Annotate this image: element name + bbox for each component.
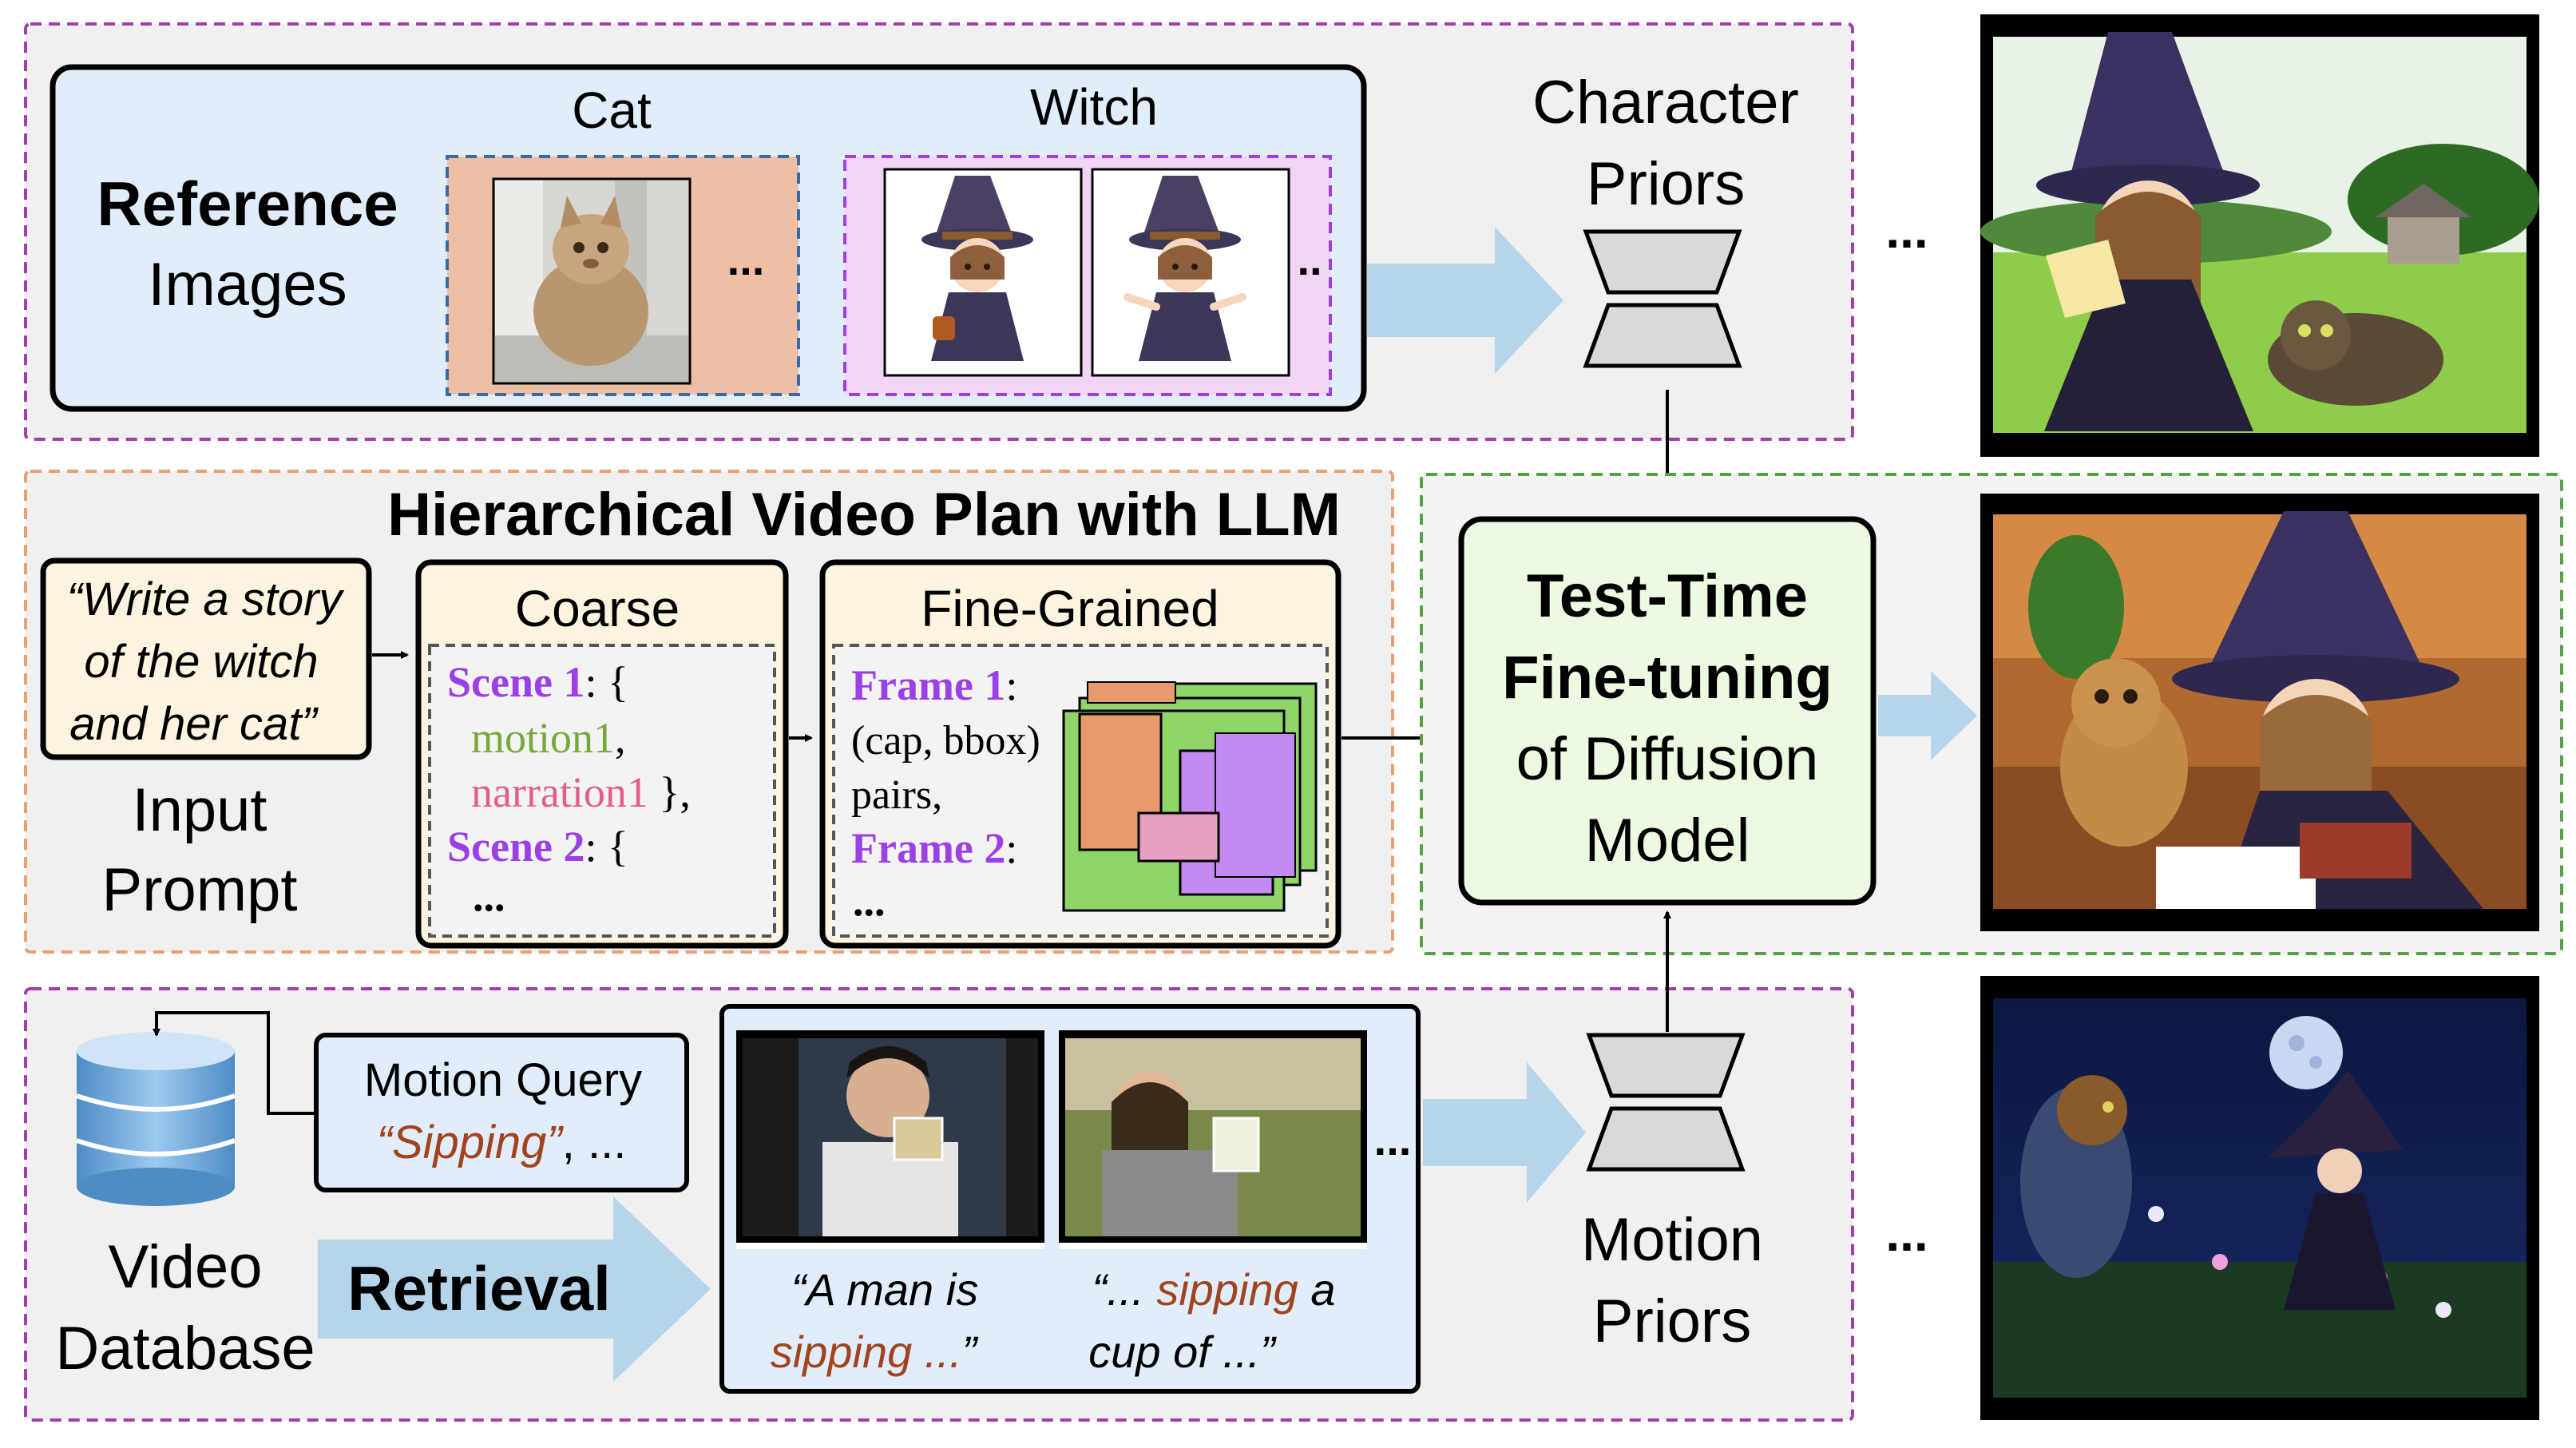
- input-label-line2: Prompt: [102, 856, 298, 924]
- narration-tail: },: [648, 768, 691, 816]
- bottom-ellipsis: ...: [1885, 1204, 1928, 1262]
- funnel-encoder-icon-top: [1583, 229, 1742, 368]
- retrieval-label: Retrieval: [347, 1253, 611, 1323]
- fine-pairs-line2: pairs,: [851, 772, 942, 818]
- fine-grained-header: Fine-Grained: [921, 580, 1219, 637]
- caption2-head: “...: [1092, 1264, 1156, 1315]
- frame2-label: Frame 2: [851, 824, 1005, 872]
- finetune-line2: Fine-tuning: [1502, 644, 1833, 712]
- coarse-narration-line: narration1 },: [471, 768, 691, 816]
- reference-flow-arrow: [1367, 227, 1563, 374]
- cat-photo: [492, 177, 692, 385]
- witch-label: Witch: [1030, 78, 1158, 136]
- prompt-line-3: and her cat”: [69, 698, 319, 750]
- caption1-line2: sipping ...”: [771, 1327, 979, 1377]
- clips-flow-arrow: [1423, 1062, 1586, 1203]
- finetune-line3: of Diffusion: [1516, 725, 1819, 793]
- film-strip-top: [1980, 14, 2539, 457]
- witch-ellipsis: ..: [1297, 234, 1322, 284]
- motion-query-quoted: “Sipping”: [377, 1117, 565, 1168]
- query-to-database-connector: [153, 1011, 316, 1115]
- motion-query-box: [314, 1033, 689, 1192]
- caption2-line1: “... sipping a: [1092, 1264, 1335, 1315]
- fine-frame2-line: Frame 2:: [851, 824, 1017, 872]
- retrieval-arrow: [318, 1196, 711, 1382]
- cat-label: Cat: [572, 81, 652, 139]
- fine-pairs-line1: (cap, bbox): [851, 718, 1040, 764]
- fine-ellipsis: ...: [853, 877, 886, 925]
- motion-query-tail: , ...: [562, 1117, 627, 1168]
- motion-query-value: “Sipping”, ...: [377, 1117, 627, 1168]
- finetune-line4: Model: [1585, 807, 1750, 875]
- scene1-tail: : {: [585, 658, 628, 706]
- motion-priors-line1: Motion: [1581, 1206, 1763, 1274]
- reference-title-bold: Reference: [97, 169, 398, 239]
- cat-ellipsis: ...: [727, 234, 765, 284]
- plan-title: Hierarchical Video Plan with LLM: [387, 481, 1341, 549]
- input-label-line1: Input: [132, 776, 267, 844]
- caption2-line2: cup of ...”: [1088, 1327, 1277, 1377]
- database-label-line1: Video: [108, 1233, 262, 1301]
- database-label-line2: Database: [55, 1315, 315, 1383]
- coarse-motion-line: motion1,: [471, 714, 626, 762]
- finetune-output-arrow: [1878, 671, 1977, 760]
- caption1-tail: ”: [962, 1327, 979, 1377]
- caption1-line1: “A man is: [791, 1264, 978, 1315]
- narration-label: narration1: [471, 768, 648, 816]
- fine-frame1-line: Frame 1:: [851, 661, 1017, 709]
- scene2-tail: : {: [585, 823, 628, 871]
- character-priors-line2: Priors: [1587, 150, 1745, 218]
- film-strip-bottom: [1980, 976, 2539, 1420]
- frame2-tail: :: [1005, 824, 1017, 872]
- film-strip-middle: [1980, 494, 2539, 931]
- frame1-label: Frame 1: [851, 661, 1005, 709]
- coarse-scene2-line: Scene 2: {: [447, 823, 628, 871]
- prompt-line-2: of the witch: [84, 636, 318, 688]
- coarse-header: Coarse: [515, 580, 680, 637]
- scene2-label: Scene 2: [447, 823, 585, 871]
- reference-title-normal: Images: [148, 251, 347, 319]
- caption1-sipping: sipping ...: [771, 1327, 962, 1377]
- frame1-tail: :: [1005, 661, 1017, 709]
- character-priors-line1: Character: [1532, 69, 1799, 137]
- database-icon: [76, 1032, 236, 1206]
- funnel-encoder-icon-bottom: [1586, 1033, 1746, 1172]
- motion-priors-line2: Priors: [1593, 1287, 1751, 1355]
- finetune-model-box: [1458, 516, 1877, 906]
- coarse-ellipsis: ...: [473, 872, 505, 920]
- motion-query-title: Motion Query: [364, 1054, 642, 1106]
- caption2-tail: a: [1298, 1264, 1336, 1315]
- input-prompt-box: [40, 557, 372, 760]
- finetune-line1: Test-Time: [1527, 562, 1808, 630]
- top-ellipsis: ...: [1885, 201, 1928, 259]
- retrieved-clip-1: [736, 1030, 1044, 1249]
- caption2-sipping: sipping: [1156, 1264, 1298, 1315]
- bbox-layout-icon: [1062, 681, 1318, 912]
- motion-tail: ,: [615, 714, 626, 762]
- clip-ellipsis: ...: [1374, 1114, 1412, 1164]
- witch-character-1: [883, 168, 1083, 377]
- coarse-scene1-line: Scene 1: {: [447, 658, 628, 706]
- witch-character-2: [1091, 168, 1290, 377]
- prompt-line-1: “Write a story: [67, 573, 345, 625]
- scene1-label: Scene 1: [447, 658, 585, 706]
- retrieved-clip-2: [1059, 1030, 1367, 1249]
- coarse-content-area: [428, 644, 776, 938]
- motion-label: motion1: [471, 714, 615, 762]
